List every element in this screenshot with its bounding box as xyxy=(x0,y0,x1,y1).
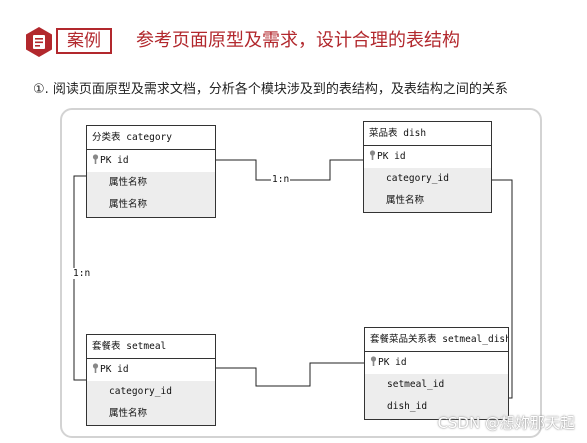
attributes: category_id 属性名称 xyxy=(87,381,215,425)
header: 案例 参考页面原型及需求，设计合理的表结构 xyxy=(0,0,587,60)
pk-row: PK id xyxy=(87,150,215,173)
pk-label: PK id xyxy=(100,155,129,166)
attributes: setmeal_id dish_id xyxy=(365,374,508,419)
pk-label: PK id xyxy=(378,357,407,368)
pk-label: PK id xyxy=(100,364,129,375)
attribute-row: 属性名称 xyxy=(386,195,425,206)
document-icon xyxy=(26,27,52,57)
table-title: 分类表 category xyxy=(87,126,215,150)
instruction-text: ①. 阅读页面原型及需求文档，分析各个模块涉及到的表结构，及表结构之间的关系 xyxy=(33,82,508,97)
table-title: 套餐菜品关系表 setmeal_dish xyxy=(365,328,508,352)
table-dish: 菜品表 dish PK id category_id 属性名称 xyxy=(363,121,492,213)
pk-row: PK id xyxy=(87,359,215,382)
attributes: 属性名称 属性名称 xyxy=(87,172,215,217)
line-setmeal-setmealdish xyxy=(216,362,364,387)
watermark: CSDN @想妳那天起 xyxy=(437,414,575,432)
attribute-row: category_id xyxy=(386,173,449,184)
table-title: 套餐表 setmeal xyxy=(87,335,215,359)
attribute-row: 属性名称 xyxy=(109,199,148,210)
pk-label: PK id xyxy=(377,151,406,162)
attribute-row: setmeal_id xyxy=(387,379,445,390)
table-title: 菜品表 dish xyxy=(364,122,491,146)
key-icon xyxy=(369,150,376,160)
attribute-row: dish_id xyxy=(387,401,428,412)
relation-label-category-setmeal: 1:n xyxy=(72,268,92,279)
relation-label-category-dish: 1:n xyxy=(271,174,291,185)
attribute-row: category_id xyxy=(109,386,172,397)
table-setmeal-dish: 套餐菜品关系表 setmeal_dish PK id setmeal_id di… xyxy=(364,327,509,420)
line-category-dish xyxy=(216,159,363,181)
key-icon xyxy=(370,356,377,366)
key-icon xyxy=(92,363,99,373)
table-category: 分类表 category PK id 属性名称 属性名称 xyxy=(86,125,216,218)
key-icon xyxy=(92,154,99,164)
line-dish-setmealdish xyxy=(491,179,513,399)
table-setmeal: 套餐表 setmeal PK id category_id 属性名称 xyxy=(86,334,216,426)
attribute-row: 属性名称 xyxy=(109,177,148,188)
page-title: 参考页面原型及需求，设计合理的表结构 xyxy=(136,30,460,51)
case-tag: 案例 xyxy=(56,28,112,54)
pk-row: PK id xyxy=(364,146,491,169)
attribute-row: 属性名称 xyxy=(109,408,148,419)
pk-row: PK id xyxy=(365,352,508,375)
attributes: category_id 属性名称 xyxy=(364,168,491,212)
